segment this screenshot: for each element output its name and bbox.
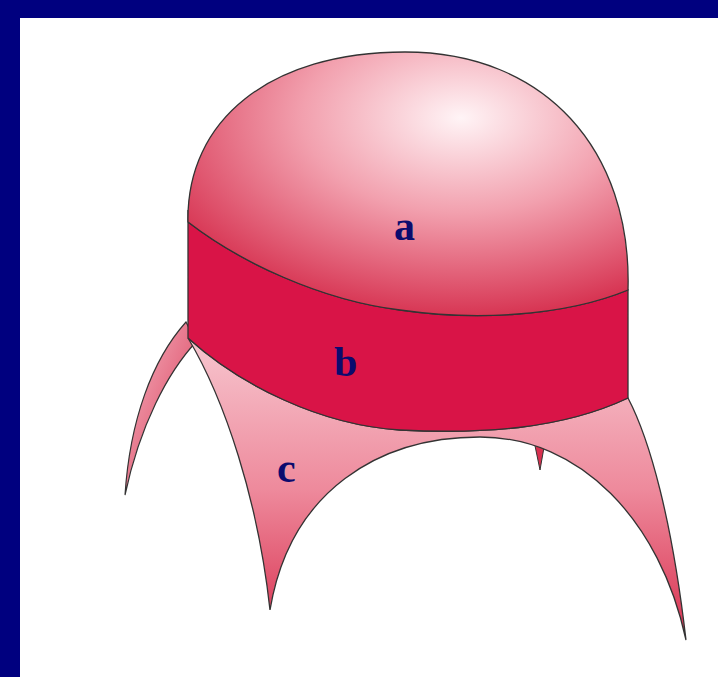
dome: [188, 52, 628, 315]
part-letter: b: [334, 341, 357, 383]
back-pendentive: [125, 322, 196, 495]
part-letter: c: [277, 447, 296, 489]
part-letter: a: [394, 205, 415, 247]
